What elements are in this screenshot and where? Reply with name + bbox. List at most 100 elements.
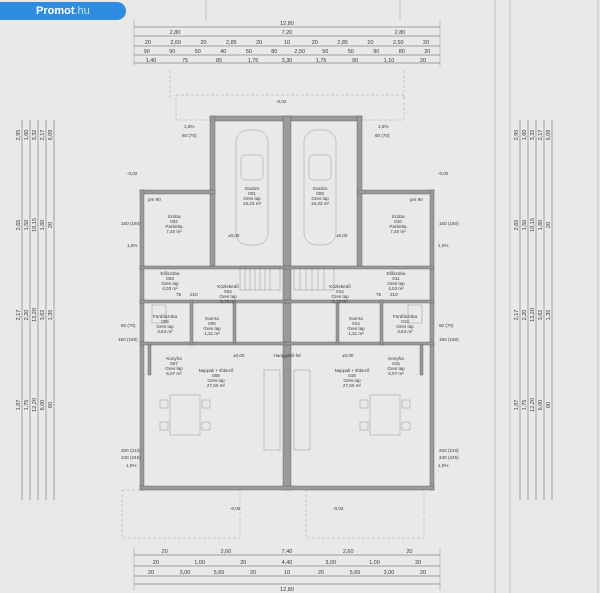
- watermark-tld: .hu: [74, 5, 90, 17]
- room-name: Konyha: [388, 356, 404, 361]
- dim-bottom-r3: 20: [250, 570, 256, 576]
- dim-bottom-r1: 2,60: [343, 549, 354, 555]
- dim-right: 2,20: [522, 310, 528, 321]
- left-dimension-chains: [21, 120, 55, 500]
- dim-top-r3: 40: [220, 49, 226, 55]
- dim-left: 1,60: [24, 130, 30, 141]
- dim-right: 1,60: [538, 220, 544, 231]
- dim-right: 18,15: [530, 218, 536, 232]
- dim-left: 2,17: [16, 310, 22, 321]
- room-number: 007: [170, 361, 178, 366]
- dim-left: 2,17: [40, 130, 46, 141]
- room-name: Kamra: [205, 316, 219, 321]
- room-area: 7,40 m²: [390, 229, 406, 234]
- room-area: 27,60 m²: [207, 383, 226, 388]
- dim-top-r3: 50: [322, 49, 328, 55]
- stairs: [239, 265, 335, 291]
- room-name: Közlekedő: [217, 284, 239, 289]
- room-name: Konyha: [166, 356, 182, 361]
- dim-top-r2: 2,60: [170, 40, 181, 46]
- window-note: 200 (210): [121, 448, 141, 453]
- room-finish: Gres lap: [219, 294, 237, 299]
- room-number: 012: [336, 289, 344, 294]
- car-outline: [235, 129, 337, 246]
- right-dimension-chains: [519, 120, 553, 500]
- room-number: 005: [161, 319, 169, 324]
- dim-bottom-r1: 7,40: [282, 549, 293, 555]
- dim-right: 6,09: [546, 130, 552, 141]
- room-finish: Gres lap: [396, 324, 414, 329]
- dim-top-r4: 1,75: [248, 58, 259, 64]
- overall-width-bottom: 12,80: [280, 587, 294, 593]
- room-number: 009: [316, 191, 324, 196]
- level-mark-neg: -0,02: [127, 171, 138, 176]
- dim-left: 1,35: [48, 310, 54, 321]
- window-note: 150 (160): [439, 337, 459, 342]
- slope-note: 1,5%: [378, 124, 388, 129]
- dim-top-r2: 20: [256, 40, 262, 46]
- dim-right: 2,17: [514, 310, 520, 321]
- window-note: 60 (70): [375, 133, 390, 138]
- room-finish: Gres lap: [156, 324, 174, 329]
- dim-right: 1,75: [522, 400, 528, 411]
- window-note: 150 (160): [439, 221, 459, 226]
- dim-bottom-r3: 3,00: [180, 570, 191, 576]
- dim-left: 6,09: [48, 130, 54, 141]
- room-area: 6,07 m²: [388, 371, 404, 376]
- dim-top-r3: 80: [399, 49, 405, 55]
- left-dimension-labels: 2,952,652,171,871,601,502,201,753,3218,1…: [16, 130, 54, 412]
- room-finish: Gres lap: [207, 378, 225, 383]
- window-note: 240 (245): [439, 455, 459, 460]
- room-name: Fürdőszoba: [393, 314, 418, 319]
- dim-top-r4: 85: [216, 58, 222, 64]
- door-note: 210: [390, 292, 398, 297]
- room-area: 6,07 m²: [166, 371, 182, 376]
- dim-right: 1,87: [514, 400, 520, 411]
- slope-note: 1,5%: [127, 243, 137, 248]
- dim-top-r2: 2,85: [337, 40, 348, 46]
- dim-left: 6,00: [40, 400, 46, 411]
- dim-top-r2: 20: [200, 40, 206, 46]
- dim-top-r3: 90: [169, 49, 175, 55]
- room-name: Előszoba: [387, 271, 406, 276]
- dim-top-r2: 2,85: [226, 40, 237, 46]
- room-number: 002: [170, 219, 178, 224]
- dim-top-r3: 50: [246, 49, 252, 55]
- dim-top-r1-b: 7,20: [282, 30, 293, 36]
- right-dimension-labels: 2,952,652,171,871,601,502,201,753,3218,1…: [514, 130, 552, 412]
- door-note: 75: [376, 292, 382, 297]
- room-area: 16,33 m²: [243, 201, 262, 206]
- room-area: 1,31 m²: [204, 331, 220, 336]
- watermark-brand: Promot: [36, 5, 75, 17]
- room-area: 4,03 m²: [388, 286, 404, 291]
- level-mark-neg: -0,02: [230, 506, 241, 511]
- room-finish: Gres lap: [165, 366, 183, 371]
- dim-top-r3: 80: [271, 49, 277, 55]
- dim-bottom-r2: 1,00: [369, 560, 380, 566]
- dim-right: 2,65: [514, 220, 520, 231]
- dim-right: 2,17: [538, 130, 544, 141]
- dim-top-r4: 75: [182, 58, 188, 64]
- room-area: 1,31 m²: [348, 331, 364, 336]
- slope-note: 1,5%: [126, 463, 136, 468]
- room-number: 010: [394, 219, 402, 224]
- room-name: Szoba: [167, 214, 180, 219]
- door-note: 75: [176, 292, 182, 297]
- slope-note: 1,5%: [438, 463, 448, 468]
- window-note: 150 (160): [118, 337, 138, 342]
- room-name: Fürdőszoba: [153, 314, 178, 319]
- site-outline: [121, 70, 425, 539]
- dim-right: 1,35: [546, 310, 552, 321]
- dim-left: 60: [48, 402, 54, 408]
- dim-right: 3,32: [530, 130, 536, 141]
- window-note: 60 (70): [182, 133, 197, 138]
- room-finish: Gres lap: [243, 196, 261, 201]
- dim-bottom-r3: 10: [284, 570, 290, 576]
- room-name: Előszoba: [161, 271, 180, 276]
- room-name: Kamra: [349, 316, 363, 321]
- bottom-dimension-chains: 12,80: [133, 548, 441, 593]
- dim-left: 1,50: [24, 220, 30, 231]
- room-name: Garázs: [313, 186, 329, 191]
- room-area: 3,54 m²: [397, 329, 413, 334]
